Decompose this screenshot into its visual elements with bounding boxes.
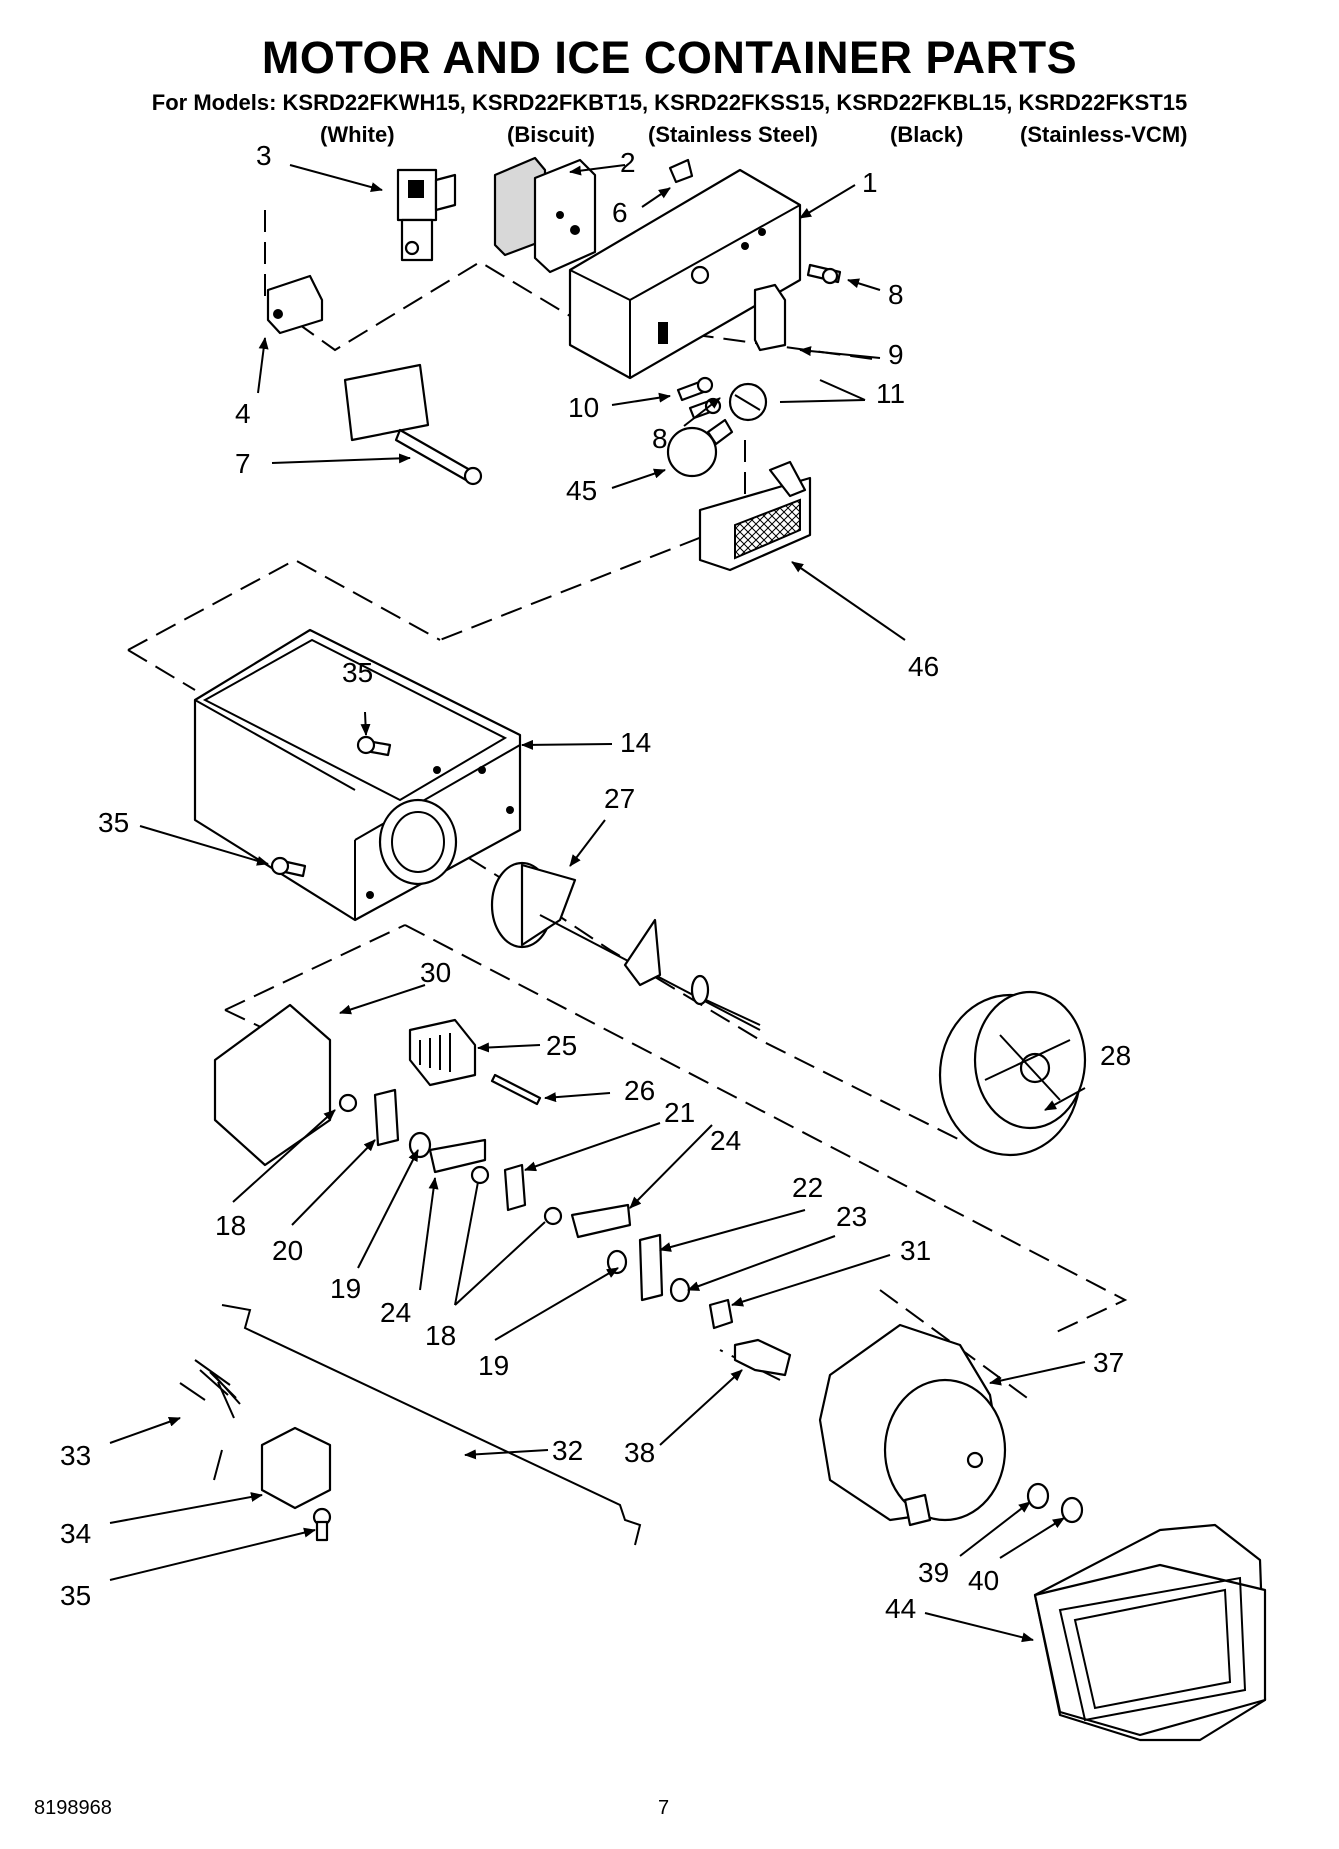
callout-44: 44 — [885, 1593, 916, 1624]
impeller-part — [938, 990, 1087, 1157]
callout-4: 4 — [235, 398, 251, 429]
callout-8-upper: 8 — [888, 279, 904, 310]
crusher-blades-part — [338, 1088, 734, 1330]
leader-lines — [109, 164, 1086, 1643]
callout-25: 25 — [546, 1030, 577, 1061]
callout-46: 46 — [908, 651, 939, 682]
callout-35-container: 35 — [342, 657, 373, 688]
callout-20: 20 — [272, 1235, 303, 1266]
page-number: 7 — [658, 1797, 670, 1819]
callout-27: 27 — [604, 783, 635, 814]
callout-9: 9 — [888, 339, 904, 370]
container-screw-part — [270, 735, 392, 878]
motor-part — [818, 1323, 1007, 1527]
callout-21: 21 — [664, 1097, 695, 1128]
callout-numbers: 3 2 6 1 4 7 8 9 11 10 8 45 46 35 14 27 3… — [60, 140, 1131, 1624]
page-title: MOTOR AND ICE CONTAINER PARTS — [261, 32, 1078, 83]
color-label-white: (White) — [320, 122, 395, 147]
motor-washers-part — [1026, 1482, 1084, 1524]
callout-8-lower: 8 — [652, 423, 668, 454]
color-label-stainless-vcm: (Stainless-VCM) — [1020, 122, 1188, 147]
lever-part — [733, 1338, 792, 1377]
callout-3: 3 — [256, 140, 272, 171]
callout-35-lower: 35 — [60, 1580, 91, 1611]
ice-container-part — [193, 628, 522, 922]
callout-32: 32 — [552, 1435, 583, 1466]
callout-28: 28 — [1100, 1040, 1131, 1071]
bracket-screw-part — [312, 1507, 332, 1542]
callout-38: 38 — [624, 1437, 655, 1468]
callout-33: 33 — [60, 1440, 91, 1471]
callout-45: 45 — [566, 475, 597, 506]
callout-18-right: 18 — [425, 1320, 456, 1351]
callout-10: 10 — [568, 392, 599, 423]
callout-39: 39 — [918, 1557, 949, 1588]
bracket-part — [266, 274, 324, 335]
control-box-part — [568, 168, 802, 380]
color-label-biscuit: (Biscuit) — [507, 122, 595, 147]
auger-part — [490, 861, 761, 1031]
thermostat-part — [343, 363, 483, 486]
callout-24-left: 24 — [380, 1297, 411, 1328]
callout-23: 23 — [836, 1201, 867, 1232]
callout-22: 22 — [792, 1172, 823, 1203]
color-label-black: (Black) — [890, 122, 964, 147]
crusher-block-part — [408, 1018, 477, 1087]
document-number: 8198968 — [34, 1797, 112, 1819]
light-bracket-part — [753, 283, 787, 352]
callout-24-right: 24 — [710, 1125, 741, 1156]
screw-part — [676, 263, 842, 420]
models-line: For Models: KSRD22FKWH15, KSRD22FKBT15, … — [151, 90, 1188, 115]
color-label-stainless: (Stainless Steel) — [648, 122, 818, 147]
light-cover-part — [698, 460, 812, 572]
callout-26: 26 — [624, 1075, 655, 1106]
light-bulb-part — [666, 418, 734, 478]
spring-bracket-part — [260, 1426, 332, 1510]
callout-34: 34 — [60, 1518, 91, 1549]
clip-part — [668, 158, 694, 184]
callout-11: 11 — [876, 378, 905, 409]
callout-2: 2 — [620, 147, 636, 178]
callout-19-left: 19 — [330, 1273, 361, 1304]
callout-31: 31 — [900, 1235, 931, 1266]
callout-19-right: 19 — [478, 1350, 509, 1381]
switch-part — [493, 156, 597, 274]
spring-part — [179, 1359, 241, 1481]
light-socket-part — [728, 382, 768, 422]
callout-37: 37 — [1093, 1347, 1124, 1378]
rod-part — [221, 1304, 642, 1546]
callout-40: 40 — [968, 1565, 999, 1596]
shield-part — [213, 1003, 332, 1167]
callout-14: 14 — [620, 727, 651, 758]
callout-35-side: 35 — [98, 807, 129, 838]
callout-30: 30 — [420, 957, 451, 988]
valve-part — [396, 168, 457, 262]
callout-1: 1 — [862, 167, 878, 198]
pin-part — [490, 1073, 542, 1106]
callout-7: 7 — [235, 448, 251, 479]
motor-cover-part — [1033, 1523, 1267, 1742]
callout-6: 6 — [612, 197, 628, 228]
callout-18-left: 18 — [215, 1210, 246, 1241]
